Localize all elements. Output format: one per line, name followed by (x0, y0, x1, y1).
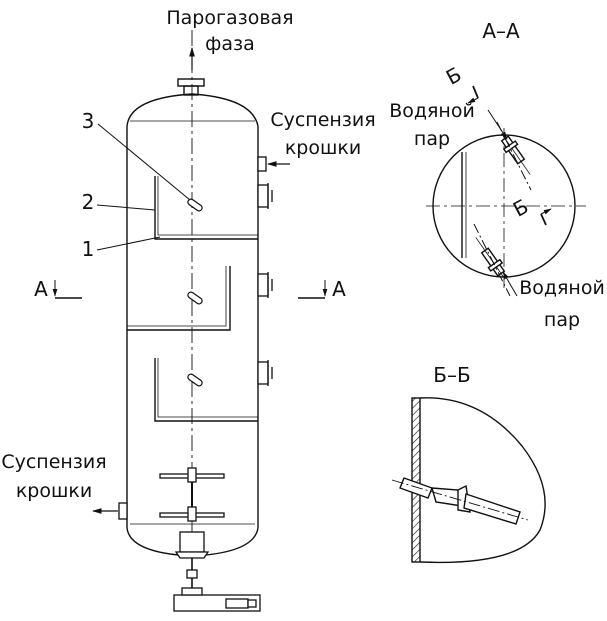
side-nozzles (118, 156, 273, 520)
nozzle-susp-outlet (118, 502, 128, 520)
view-bb-title: Б–Б (433, 363, 470, 387)
inner-injectors (187, 198, 203, 387)
section-a-markers (52, 280, 328, 299)
label-steam-top-2: пар (414, 128, 450, 150)
tray-3 (154, 358, 258, 422)
view-aa-title: А–А (482, 19, 520, 43)
nozzle-susp-inlet (257, 156, 267, 172)
callout-leaders (96, 123, 191, 251)
label-suspension-out-1: Суспензия (1, 451, 106, 473)
tray-2 (127, 266, 231, 331)
section-mark-a-left: А (34, 277, 48, 301)
label-vapor-gas-phase-1: Парогазовая (166, 7, 293, 29)
view-aa (426, 85, 586, 297)
trays (127, 176, 258, 422)
callout-1: 1 (82, 237, 95, 261)
top-nozzle-flange (177, 78, 205, 87)
view-bb (391, 397, 546, 564)
section-mark-b-top: Б (442, 62, 465, 90)
label-suspension-out-2: крошки (16, 480, 92, 502)
top-nozzle-neck (183, 85, 199, 96)
section-mark-a-right: А (332, 277, 346, 301)
label-suspension-in-1: Суспензия (270, 109, 375, 131)
vessel-contour (419, 397, 546, 564)
drive-housing (179, 531, 205, 553)
label-steam-top-1: Водяной (389, 100, 475, 122)
wall-section (411, 397, 421, 563)
flow-arrows (92, 47, 290, 514)
section-mark-b-right: Б (509, 194, 532, 222)
callout-3: 3 (82, 109, 95, 133)
tray-1 (154, 176, 258, 240)
label-suspension-in-2: крошки (285, 137, 361, 159)
label-steam-bottom-1: Водяной (519, 277, 605, 299)
callout-2: 2 (82, 190, 95, 214)
labels: Парогазовая фаза Суспензия крошки Суспен… (1, 7, 605, 502)
agitator (159, 467, 261, 612)
label-vapor-gas-phase-2: фаза (205, 33, 255, 55)
label-steam-bottom-2: пар (544, 309, 580, 331)
